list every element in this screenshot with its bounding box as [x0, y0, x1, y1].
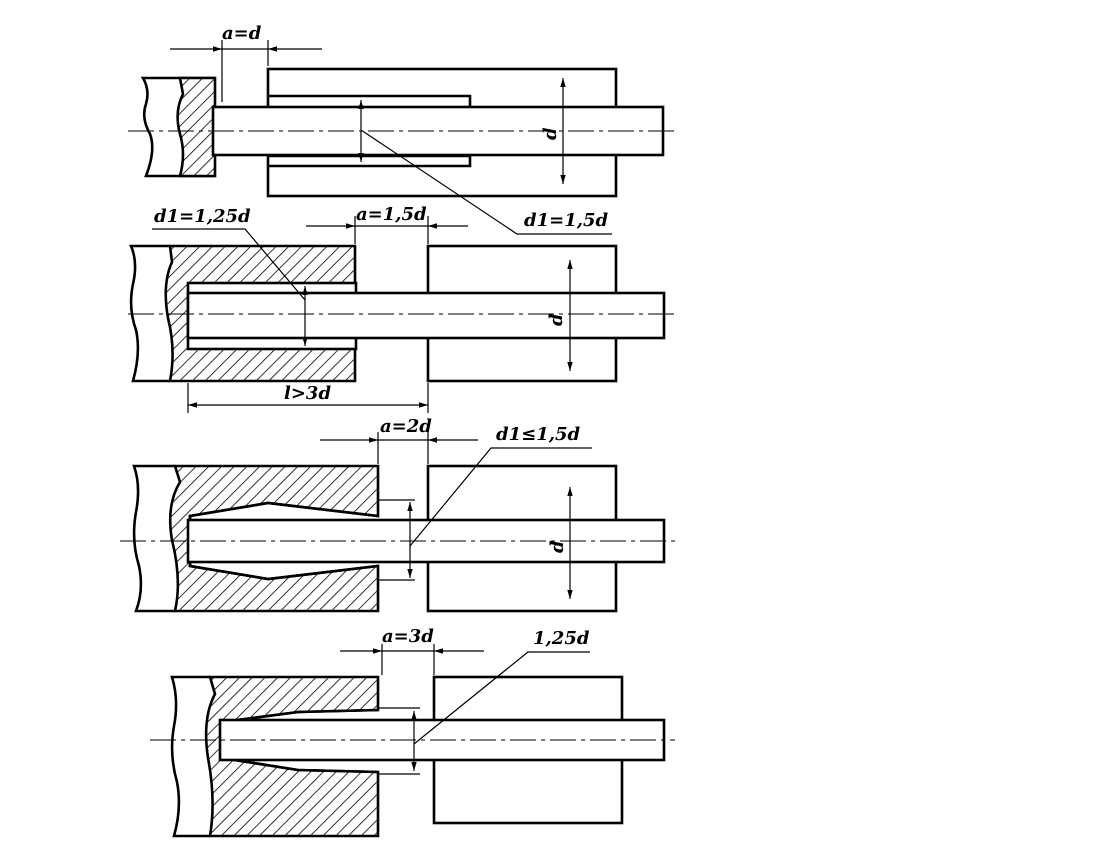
bore-label-3: d1≤1,5d — [496, 424, 581, 445]
bore-label-1: d1=1,5d — [524, 210, 609, 231]
bore-dimension-2: d1=1,25d — [152, 206, 308, 346]
rod-2 — [186, 291, 666, 340]
figure-3: a=2d d1≤1,5d d — [120, 416, 675, 613]
gap-dimension-2: a=1,5d — [306, 204, 468, 244]
gap-label-2: a=1,5d — [356, 204, 427, 225]
bore-dimension-4: 1,25d — [378, 628, 590, 775]
gap-dimension-3: a=2d — [320, 416, 478, 464]
bore-dimension-1: d1=1,5d — [358, 100, 612, 235]
gap-label-4: a=3d — [382, 626, 434, 647]
diameter-label-3: d — [547, 540, 568, 553]
diameter-dimension-3: d — [547, 487, 573, 599]
gap-label-3: a=2d — [380, 416, 432, 437]
gap-dimension-4: a=3d — [340, 626, 484, 675]
gap-label-1: a=d — [222, 23, 262, 44]
diameter-label-1: d — [540, 127, 561, 140]
length-label-2: l>3d — [284, 383, 331, 404]
gap-dimension-1: a=d — [170, 23, 322, 102]
diameter-dimension-1: d — [540, 78, 566, 184]
figure-2: d1=1,25d a=1,5d d l>3d — [128, 204, 675, 413]
figure-1: a=d d d1=1,5d — [128, 23, 675, 235]
bore-dimension-3: d1≤1,5d — [378, 424, 592, 581]
diameter-dimension-2: d — [546, 260, 573, 371]
length-dimension-2: l>3d — [187, 383, 429, 413]
figure-4: a=3d 1,25d — [150, 626, 675, 838]
wall-block-1 — [140, 76, 217, 178]
diameter-label-2: d — [546, 313, 567, 326]
bore-label-2: d1=1,25d — [154, 206, 251, 227]
bore-label-4: 1,25d — [533, 628, 590, 649]
